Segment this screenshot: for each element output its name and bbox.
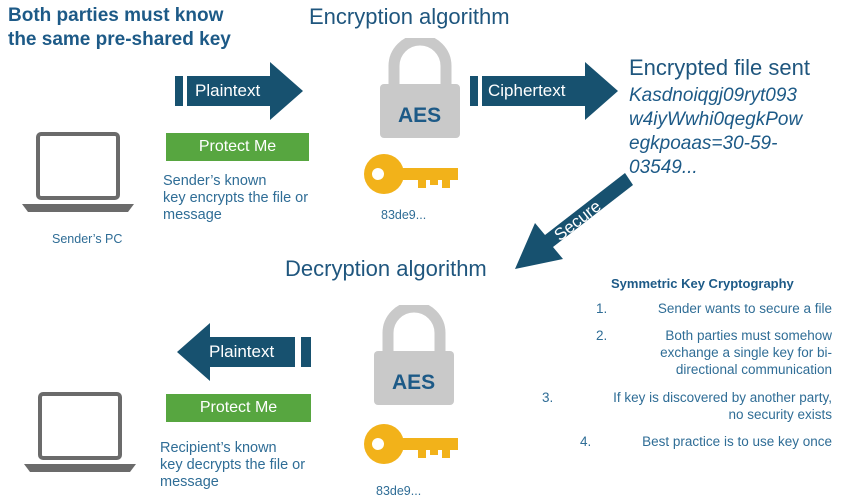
list-number: 1.	[596, 301, 608, 316]
encryption-key	[362, 150, 462, 203]
decryption-key-caption: 83de9...	[376, 484, 422, 498]
decryption-key	[362, 420, 462, 473]
cipher-line: 03549...	[629, 157, 698, 178]
list-item: If key is discovered by another party, n…	[613, 389, 832, 423]
laptop-icon	[22, 132, 134, 212]
key-icon	[364, 424, 458, 464]
encryption-lock: AES	[380, 34, 460, 138]
cipher-text-block: Kasdnoiqgj09ryt093 w4iyWwhi0qegkPow egkp…	[629, 84, 802, 180]
list-item-line: exchange a single key for bi-	[660, 345, 832, 360]
list-item-line: Sender wants to secure a file	[657, 301, 832, 316]
list-item-line: Best practice is to use key once	[642, 434, 832, 449]
headline-line-2: the same pre-shared key	[8, 29, 231, 50]
laptop-icon	[24, 392, 136, 472]
plaintext-arrow: Plaintext	[175, 62, 305, 120]
list-item-line: no security exists	[728, 407, 832, 422]
cipher-line: Kasdnoiqgj09ryt093	[629, 85, 797, 106]
cipher-line: w4iyWwhi0qegkPow	[629, 109, 803, 130]
secure-label: Secure	[551, 197, 605, 245]
protect-me-box-bottom: Protect Me	[166, 394, 311, 422]
list-item: Sender wants to secure a file	[658, 300, 832, 317]
summary-title: Symmetric Key Cryptography	[611, 276, 794, 291]
arrow-right-icon	[470, 62, 618, 120]
list-item-line: If key is discovered by another party,	[613, 390, 832, 405]
recipient-pc	[22, 392, 138, 479]
encryption-title: Encryption algorithm	[309, 4, 510, 29]
arrow-left-icon	[177, 323, 311, 381]
secure-arrow: Secure	[505, 165, 635, 275]
summary-list: 1. Sender wants to secure a file 2. Both…	[530, 300, 832, 460]
decrypted-plaintext-label: Plaintext	[209, 342, 275, 361]
padlock-icon	[374, 301, 454, 405]
encryption-lock-label: AES	[398, 104, 442, 127]
key-icon	[364, 154, 458, 194]
cipher-line: egkpoaas=30-59-	[629, 133, 778, 154]
arrow-down-left-icon: Secure	[515, 173, 633, 269]
encrypted-file-title: Encrypted file sent	[629, 55, 810, 80]
decryption-lock-label: AES	[392, 371, 436, 394]
sender-description-line: message	[163, 207, 222, 223]
list-item: Best practice is to use key once	[642, 433, 832, 450]
padlock-icon	[380, 34, 460, 138]
list-number: 3.	[542, 390, 554, 405]
plaintext-label: Plaintext	[195, 81, 261, 100]
sender-pc-caption: Sender’s PC	[52, 232, 123, 246]
decryption-title: Decryption algorithm	[285, 256, 487, 281]
list-number: 4.	[580, 434, 592, 449]
recipient-description-line: key decrypts the file or	[160, 457, 306, 473]
protect-me-box: Protect Me	[166, 133, 309, 161]
list-item-line: Both parties must somehow	[665, 328, 832, 343]
sender-description-line: Sender’s known	[163, 173, 267, 189]
headline: Both parties must know the same pre-shar…	[8, 4, 308, 52]
encryption-key-caption: 83de9...	[381, 208, 427, 222]
headline-line-1: Both parties must know	[8, 5, 224, 26]
decrypted-plaintext-arrow: Plaintext	[175, 323, 313, 381]
list-item: Both parties must somehow exchange a sin…	[660, 327, 832, 378]
ciphertext-arrow: Ciphertext	[470, 62, 620, 120]
recipient-description: Recipient’s known key decrypts the file …	[160, 440, 305, 491]
sender-pc	[20, 132, 136, 219]
sender-description: Sender’s known key encrypts the file or …	[163, 173, 308, 224]
list-item-line: directional communication	[675, 362, 832, 377]
sender-description-line: key encrypts the file or	[163, 190, 309, 206]
list-number: 2.	[596, 328, 608, 343]
arrow-right-icon	[175, 62, 303, 120]
recipient-description-line: message	[160, 474, 219, 490]
ciphertext-label: Ciphertext	[488, 81, 566, 100]
recipient-description-line: Recipient’s known	[160, 440, 277, 456]
decryption-lock: AES	[374, 301, 454, 405]
